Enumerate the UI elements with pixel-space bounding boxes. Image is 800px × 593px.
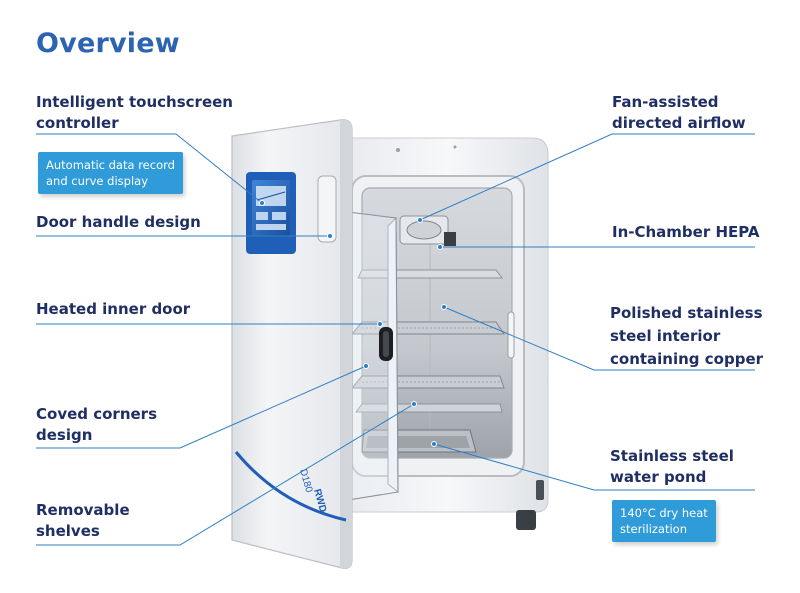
door-latch [317,175,337,243]
label-line: directed airflow [612,114,746,132]
label-touchscreen-controller: Intelligent touchscreen controller [36,92,233,134]
label-line: shelves [36,522,100,540]
badge-dry-heat: 140°C dry heat sterilization [612,500,716,542]
page-title: Overview [36,28,180,59]
leader-lines [36,133,755,546]
leader-shelves [36,403,415,546]
leader-touchscreen [36,133,263,204]
label-line: containing copper [610,350,764,368]
label-line: water pond [610,468,707,486]
label-water-pond: Stainless steel water pond [610,446,734,488]
door-handle-icon [379,327,393,361]
label-steel-interior: Polished stainless steel interior contai… [610,302,763,371]
outer-door: D180 RWD [231,119,353,569]
badge-line: Automatic data record [46,158,175,172]
label-door-handle: Door handle design [36,213,201,231]
label-coved-corners: Coved corners design [36,404,157,446]
leader-airflow [419,133,755,221]
leader-steel-interior [443,306,755,371]
label-line: controller [36,114,119,132]
label-line: steel interior [610,327,721,345]
touchscreen-icon [246,172,296,254]
inner-glass-door [347,211,399,501]
badge-line: 140°C dry heat [620,506,708,520]
badge-line: sterilization [620,522,688,536]
label-line: Fan-assisted [612,93,719,111]
foot [516,510,536,530]
badge-data-record: Automatic data record and curve display [38,152,183,194]
label-line: design [36,426,93,444]
label-in-chamber-hepa: In-Chamber HEPA [612,223,760,241]
foot [536,480,544,500]
leader-water-pond [433,443,755,491]
label-line: Stainless steel [610,447,734,465]
label-heated-inner-door: Heated inner door [36,300,191,318]
badge-line: and curve display [46,174,149,188]
label-removable-shelves: Removable shelves [36,500,130,542]
label-line: Coved corners [36,405,157,423]
label-line: Polished stainless [610,304,763,322]
label-fan-airflow: Fan-assisted directed airflow [612,92,746,134]
label-line: Intelligent touchscreen [36,93,233,111]
fan-icon [399,215,456,246]
leader-coved-corners [36,365,367,449]
label-line: Removable [36,501,130,519]
